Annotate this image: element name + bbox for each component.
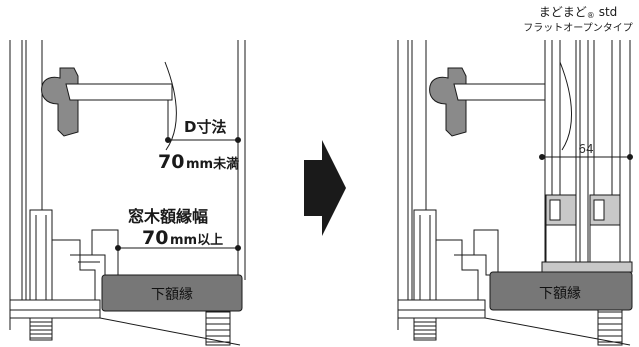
- product-registered: ®: [587, 11, 595, 20]
- inner-window-frame: [541, 194, 633, 273]
- d-dimension-value: 70 mm未満: [158, 151, 239, 173]
- left-sill-label: 下額縁: [151, 287, 193, 303]
- window-handle: [41, 61, 177, 151]
- product-variant: std: [599, 5, 618, 19]
- product-title: まどまど® std フラットオープンタイプ: [523, 5, 632, 34]
- frame-width-value: 70 mm以上: [142, 227, 223, 249]
- product-title-line: まどまど® std: [539, 5, 618, 20]
- right-sill-label: 下額縁: [539, 286, 581, 302]
- d-value-number: 70: [158, 151, 184, 173]
- d-dimension-label: D寸法: [184, 118, 226, 136]
- frame-value-number: 70: [142, 227, 168, 249]
- left-dimension-lines: [115, 100, 241, 251]
- left-sill: 下額縁: [101, 274, 243, 312]
- left-window-section: [9, 40, 246, 346]
- product-subtitle: フラットオープンタイプ: [523, 22, 632, 34]
- right-sill: 下額縁: [489, 271, 633, 311]
- product-name: まどまど: [539, 5, 587, 19]
- right-dimension-line: [539, 154, 633, 160]
- d-value-unit: mm未満: [186, 156, 239, 172]
- window-handle-right: [429, 61, 572, 151]
- right-arrow-icon: [304, 140, 346, 236]
- frame-value-unit: mm以上: [170, 233, 223, 248]
- right-dimension-value: 64: [578, 142, 593, 156]
- frame-width-label: 窓木額縁幅: [128, 207, 208, 226]
